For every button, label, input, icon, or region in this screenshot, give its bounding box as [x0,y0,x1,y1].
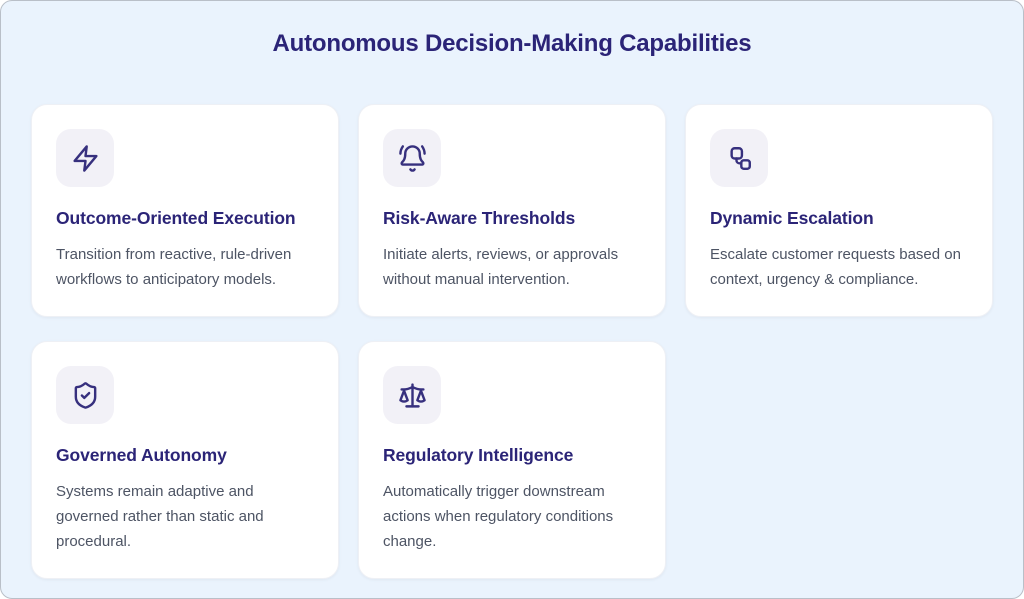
shield-check-icon [74,381,96,409]
card-title: Dynamic Escalation [710,208,874,228]
card-governed-autonomy: Governed Autonomy Systems remain adaptiv… [31,341,339,579]
card-description: Transition from reactive, rule-driven wo… [56,246,292,288]
card-description: Systems remain adaptive and governed rat… [56,483,264,550]
icon-badge [383,129,441,187]
card-regulatory-intelligence: Regulatory Intelligence Automatically tr… [358,341,666,579]
card-description: Automatically trigger downstream actions… [383,483,614,550]
card-description: Escalate customer requests based on cont… [710,246,961,288]
card-title: Risk-Aware Thresholds [383,208,576,228]
card-title: Governed Autonomy [56,445,227,465]
card-description: Initiate alerts, reviews, or approvals w… [383,246,619,288]
icon-badge [383,366,441,424]
page-title: Autonomous Decision-Making Capabilities [272,30,752,57]
icon-badge [710,129,768,187]
zap-icon [72,144,98,172]
capabilities-grid: Outcome-Oriented Execution Transition fr… [1,104,1023,579]
bell-ring-icon [398,144,426,172]
card-title: Regulatory Intelligence [383,445,574,465]
scales-icon [398,382,426,408]
card-risk-aware-thresholds: Risk-Aware Thresholds Initiate alerts, r… [358,104,666,317]
linked-nodes-icon [729,146,751,170]
icon-badge [56,129,114,187]
card-title: Outcome-Oriented Execution [56,208,296,228]
card-dynamic-escalation: Dynamic Escalation Escalate customer req… [685,104,993,317]
icon-badge [56,366,114,424]
card-outcome-oriented-execution: Outcome-Oriented Execution Transition fr… [31,104,339,317]
